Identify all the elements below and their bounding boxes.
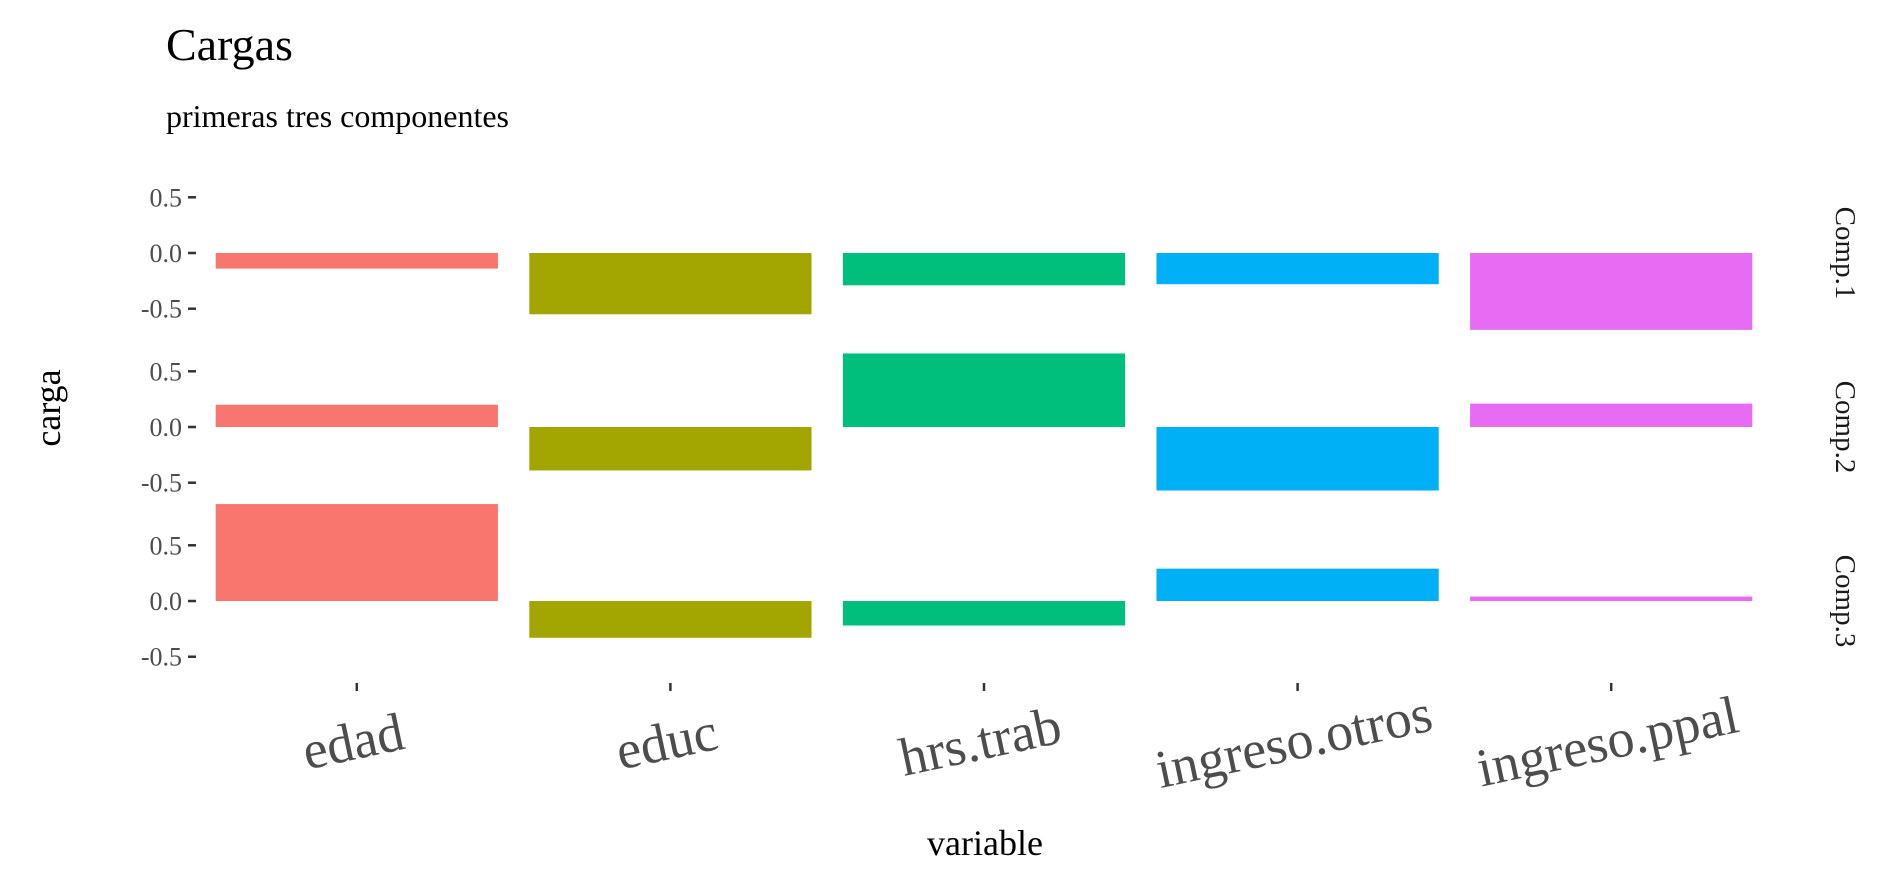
y-tick-label: -0.5 [141,469,182,498]
facet-comp-2: 0.5 0.0 -0.5 Comp.2 [141,353,1861,498]
bar-comp-2-ingreso-ppal [1470,403,1753,427]
bar-comp-2-hrs-trab [842,353,1126,427]
y-tick-label: 0.0 [150,239,183,268]
x-tick-label: ingreso.ppal [1471,684,1743,798]
bar-comp-3-ingreso-otros [1156,568,1439,601]
bar-comp-1-educ [529,253,812,315]
facet-panels: 0.50.0-0.5Comp.10.50.0-0.5Comp.20.50.0-0… [141,183,1861,671]
y-tick-label: 0.5 [150,357,183,386]
bar-comp-1-ingreso-otros [1156,253,1439,285]
x-tick-label: ingreso.otros [1150,683,1437,800]
bar-comp-2-edad [215,404,498,427]
bar-comp-3-educ [529,601,812,638]
facet-comp-1: 0.5 0.0 -0.5 Comp.1 [141,183,1861,330]
bar-comp-1-hrs-trab [842,253,1126,286]
chart-title: Cargas [166,19,293,70]
y-tick-label: 0.0 [150,587,183,616]
bar-comp-3-hrs-trab [842,601,1126,626]
facet-strip-label: Comp.1 [1829,207,1861,300]
x-tick-label: educ [611,701,723,781]
facet-strip-label: Comp.2 [1829,381,1861,474]
chart-subtitle: primeras tres componentes [166,98,509,134]
y-tick-label: -0.5 [141,295,182,324]
facet-strip-label: Comp.3 [1829,555,1861,648]
y-tick-label: -0.5 [141,643,182,672]
bar-comp-2-educ [529,427,812,471]
facet-comp-3: 0.5 0.0 -0.5 Comp.3 [141,504,1861,672]
bar-comp-1-ingreso-ppal [1470,253,1753,330]
x-axis: edad educ hrs.trab ingreso.otros ingreso.ppa… [297,683,1744,800]
bar-comp-1-edad [215,253,498,269]
x-axis-title: variable [927,823,1043,863]
y-axis-title: carga [28,369,68,446]
y-tick-label: 0.5 [150,531,183,560]
bar-comp-2-ingreso-otros [1156,427,1439,491]
y-tick-label: 0.5 [150,183,183,212]
bar-comp-3-ingreso-ppal [1470,596,1753,601]
y-tick-label: 0.0 [150,413,183,442]
x-tick-label: hrs.trab [894,695,1066,788]
x-tick-label: edad [297,701,409,781]
bar-comp-3-edad [215,504,498,601]
